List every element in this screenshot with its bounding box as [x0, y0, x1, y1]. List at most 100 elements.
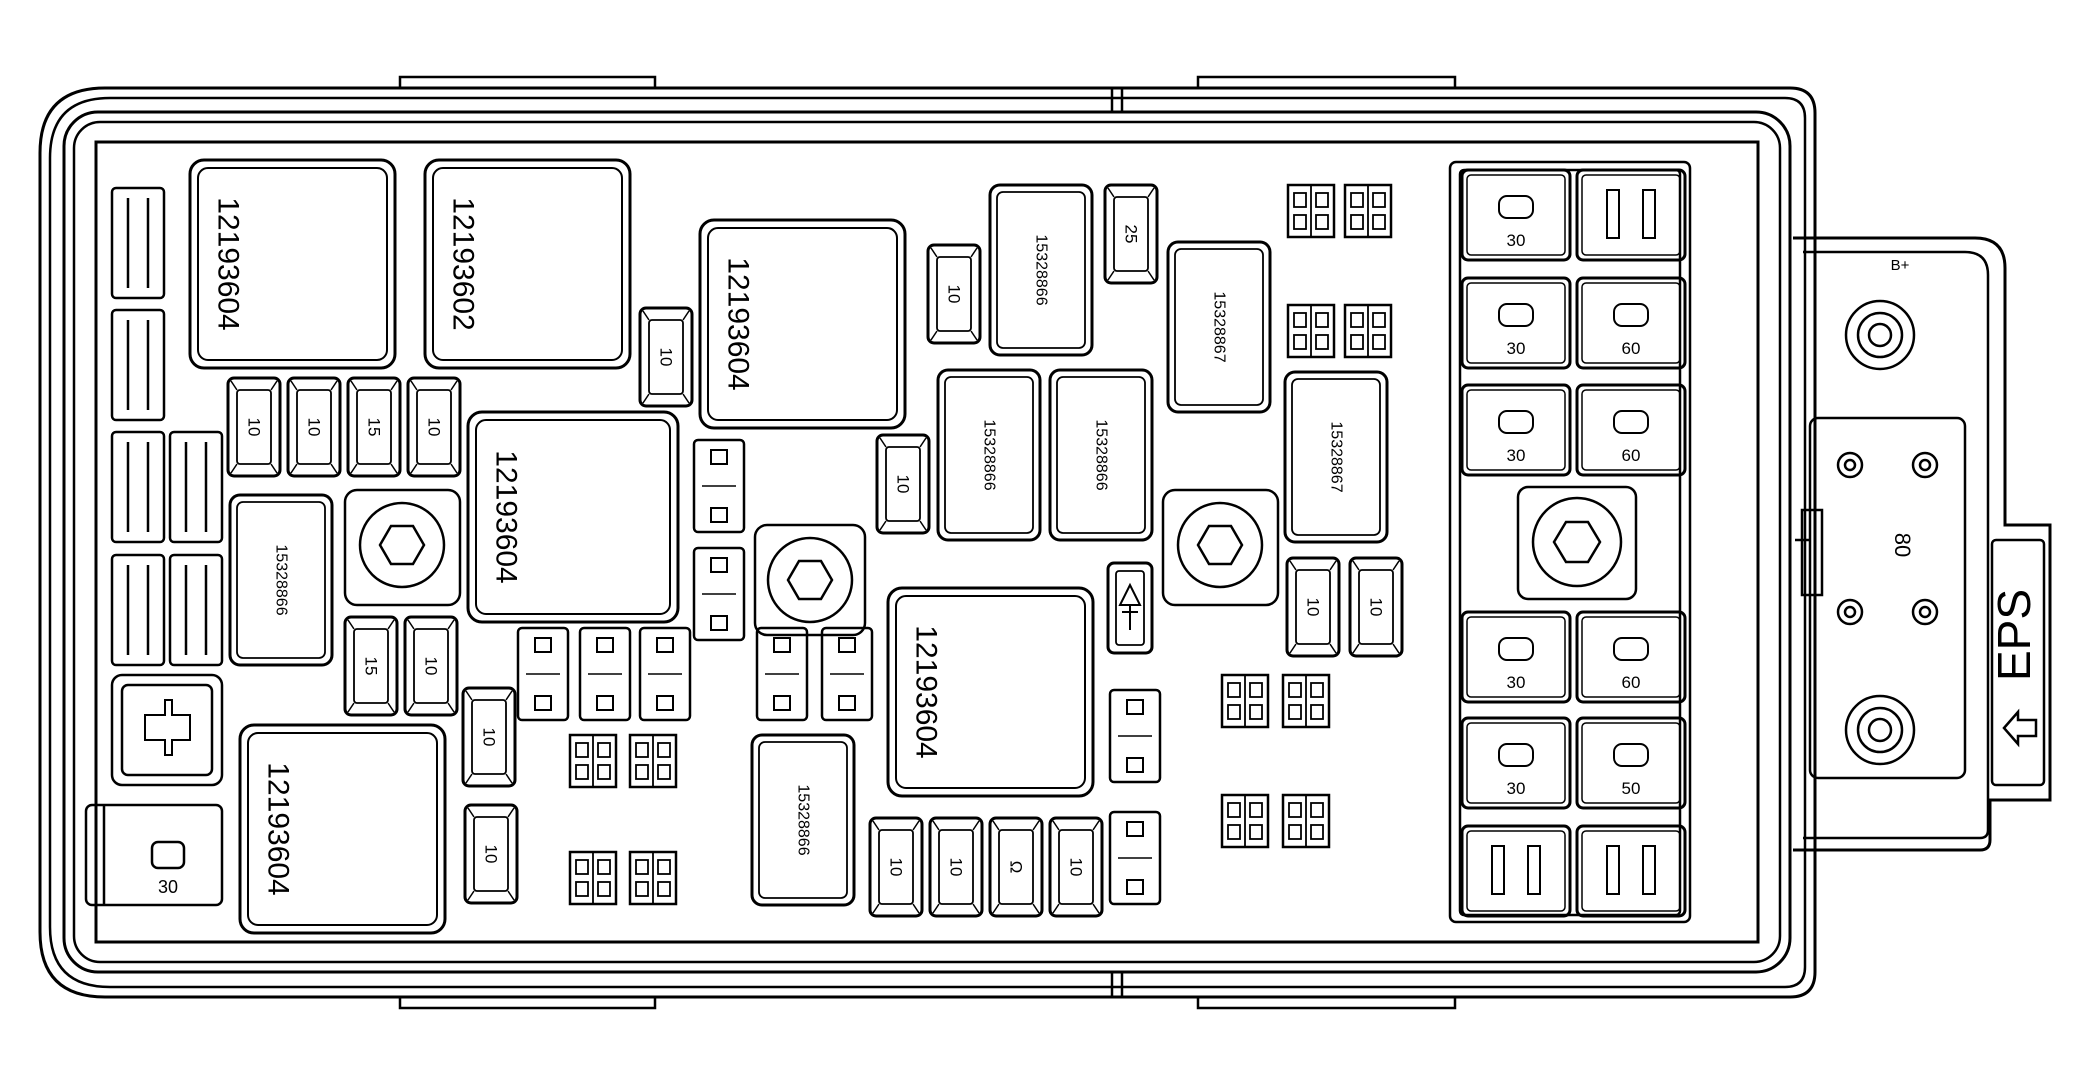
power-stud-outer: [1844, 694, 1916, 766]
fuse-bevel: [932, 820, 940, 831]
fuse-bevel: [1392, 643, 1400, 654]
housing-outer-inner: [48, 96, 1807, 989]
socket-tab: [838, 637, 856, 653]
cavity-pin: [1288, 682, 1302, 698]
fuse-body: [343, 615, 399, 717]
fuse-bevel: [1052, 903, 1060, 914]
fuse-rating: 10: [1067, 858, 1086, 877]
fuse-bevel: [919, 520, 927, 531]
maxi-fuse-body: [1575, 716, 1687, 810]
relay-inset: [895, 595, 1086, 789]
fuse-body: [868, 816, 924, 918]
fuse-bevel: [682, 310, 690, 321]
fuse-rating: 10: [1367, 598, 1386, 617]
fuse-bevel: [505, 690, 513, 701]
relay-part-number: 15328866: [981, 419, 998, 490]
maxi-fuse-inset: [1581, 722, 1681, 804]
fuse-bevel: [682, 393, 690, 404]
fuse-rating: 10: [947, 858, 966, 877]
relay-part-number: 15328866: [1093, 419, 1110, 490]
fuse-body: [463, 803, 519, 905]
maxi-fuse-rating: 30: [1507, 779, 1526, 798]
cavity-pin: [1227, 704, 1241, 720]
fuse-bevel: [970, 330, 978, 341]
fuse-bevel: [230, 463, 238, 474]
fuse-bevel: [930, 330, 938, 341]
relay-inset: [944, 376, 1034, 534]
mini-fuse: 10: [1348, 556, 1404, 658]
fuse-bevel: [1107, 187, 1115, 198]
fuse-bevel: [1032, 820, 1040, 831]
fuse-socket: [1108, 688, 1162, 784]
fuse-rating: 10: [1304, 598, 1323, 617]
fuse-bevel: [1352, 643, 1360, 654]
fuse-rating: 10: [945, 285, 964, 304]
terminal-cavity: [1220, 673, 1270, 729]
cavity-pin: [1310, 704, 1324, 720]
fuse-bevel: [330, 380, 338, 391]
power-stud-inner: [1856, 311, 1904, 359]
mini-fuse: 10: [875, 433, 931, 535]
maxi-fuse: 30: [1460, 276, 1572, 370]
fuse-bevel: [465, 690, 473, 701]
fuse-window: [416, 389, 452, 465]
fuse-rating: Ω: [1007, 861, 1026, 874]
b-plus-label: B+: [1891, 257, 1910, 274]
cavity-pin: [1249, 802, 1263, 818]
fuse-rating: 10: [657, 348, 676, 367]
cavity-pin: [657, 881, 671, 897]
diode-icon: [1118, 582, 1142, 630]
diode: [1106, 561, 1154, 655]
mini-fuse: 10: [463, 803, 519, 905]
maxi-fuse-body: [1460, 383, 1572, 477]
fuse-bevel: [972, 820, 980, 831]
maxi-fuse: 30: [1460, 168, 1572, 262]
fuse-window: [1295, 569, 1331, 645]
mini-fuse: 10: [226, 376, 282, 478]
fuse-socket: [692, 546, 746, 642]
fuse-body: [638, 306, 694, 408]
socket-body: [516, 626, 570, 722]
cavity-pin: [1350, 214, 1364, 230]
mini-fuse: 10: [928, 816, 984, 918]
socket-tab: [710, 615, 728, 631]
fuse-body: [286, 376, 342, 478]
fuse-rating: 10: [894, 475, 913, 494]
maxi-fuse-inset: [1466, 174, 1566, 256]
fuse-bevel: [972, 903, 980, 914]
maxi-fuse: 60: [1575, 276, 1687, 370]
fuse-bevel: [507, 890, 515, 901]
fuse-bevel: [642, 310, 650, 321]
terminal-cavity: [1286, 303, 1336, 359]
power-stud-core: [1867, 717, 1893, 743]
fuse-body: [403, 615, 459, 717]
cavity-pin: [657, 764, 671, 780]
maxi-fuse-body: [1575, 610, 1687, 704]
relay-part-number: 12193604: [722, 257, 755, 390]
socket-body: [692, 546, 746, 642]
mini-fuse: 10: [406, 376, 462, 478]
terminal-cavity: [1281, 673, 1331, 729]
cavity-pin: [1249, 704, 1263, 720]
relay-small: 15328867: [1166, 240, 1272, 414]
maxi-fuse-inset: [1581, 830, 1681, 912]
fuse-window: [936, 256, 972, 332]
fuse-body: [1103, 183, 1159, 285]
diode-socket: [110, 673, 224, 787]
top-latch-right: [1196, 75, 1457, 88]
maxi-fuse-rating: 30: [1507, 339, 1526, 358]
maxi-fuse-inset: [1466, 722, 1566, 804]
fuse-window: [878, 829, 914, 905]
fuse-rating: 15: [362, 657, 381, 676]
fuse-bevel: [912, 820, 920, 831]
bus-rivet: [1836, 451, 1864, 479]
mini-fuse: 10: [1285, 556, 1341, 658]
fuse-bevel: [1289, 643, 1297, 654]
fuse-body: [226, 376, 282, 478]
socket-tab: [534, 695, 552, 711]
hex-bolt-icon: [378, 524, 426, 566]
fuse-window: [236, 389, 272, 465]
relay-part-number: 12193604: [212, 197, 245, 330]
relay-body: [988, 183, 1094, 357]
mini-fuse: 10: [926, 243, 982, 345]
